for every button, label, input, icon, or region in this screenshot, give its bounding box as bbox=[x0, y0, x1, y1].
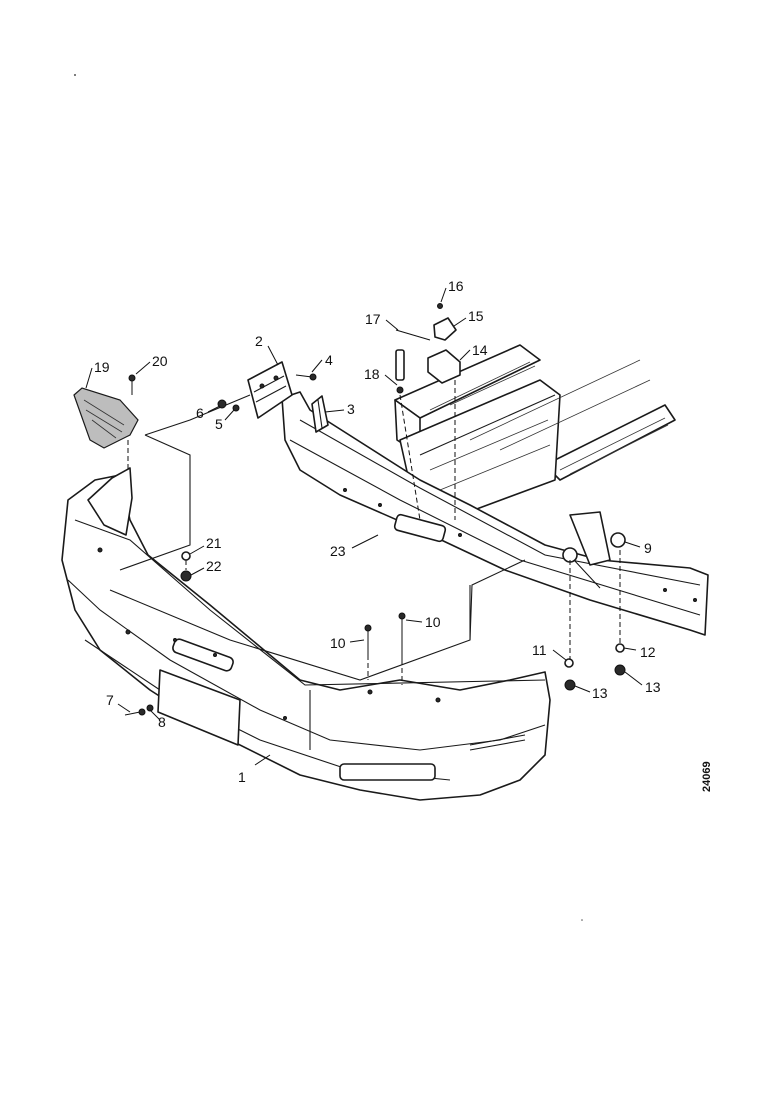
assembly-lines bbox=[185, 380, 621, 685]
callout-6: 6 bbox=[196, 405, 204, 421]
corner-lamp bbox=[73, 387, 139, 470]
callout-4: 4 bbox=[325, 352, 333, 368]
callout-12: 12 bbox=[640, 644, 656, 660]
callout-14: 14 bbox=[472, 342, 488, 358]
callout-5: 5 bbox=[215, 416, 223, 432]
callout-3: 3 bbox=[347, 401, 355, 417]
callout-9: 9 bbox=[644, 540, 652, 556]
callout-1: 1 bbox=[238, 769, 246, 785]
callout-7: 7 bbox=[106, 692, 114, 708]
callout-19: 19 bbox=[94, 359, 110, 375]
drawing-number: 24069 bbox=[701, 761, 713, 792]
side-bracket bbox=[311, 395, 329, 433]
callout-22: 22 bbox=[206, 558, 222, 574]
speck bbox=[74, 74, 76, 76]
callout-21: 21 bbox=[206, 535, 222, 551]
front-bumper bbox=[61, 474, 551, 801]
callout-8: 8 bbox=[158, 714, 166, 730]
speck bbox=[581, 919, 583, 921]
callout-10a: 10 bbox=[330, 635, 346, 651]
leader-lines bbox=[85, 287, 643, 766]
callout-10b: 10 bbox=[425, 614, 441, 630]
mount-bracket bbox=[247, 361, 293, 419]
hardware bbox=[124, 303, 626, 716]
bracket-bar bbox=[281, 391, 709, 636]
callout-13a: 13 bbox=[592, 685, 608, 701]
callout-11: 11 bbox=[532, 642, 547, 658]
callout-2: 2 bbox=[255, 333, 263, 349]
bumper-top-panel bbox=[87, 394, 526, 681]
callout-20: 20 bbox=[152, 353, 168, 369]
callout-16: 16 bbox=[448, 278, 464, 294]
callout-23: 23 bbox=[330, 543, 346, 559]
callout-13b: 13 bbox=[645, 679, 661, 695]
callout-15: 15 bbox=[468, 308, 484, 324]
callout-17: 17 bbox=[365, 311, 381, 327]
callout-18: 18 bbox=[364, 366, 380, 382]
callout-labels: 1 2 3 4 5 6 7 8 9 10 10 11 12 13 13 14 1… bbox=[94, 278, 713, 792]
